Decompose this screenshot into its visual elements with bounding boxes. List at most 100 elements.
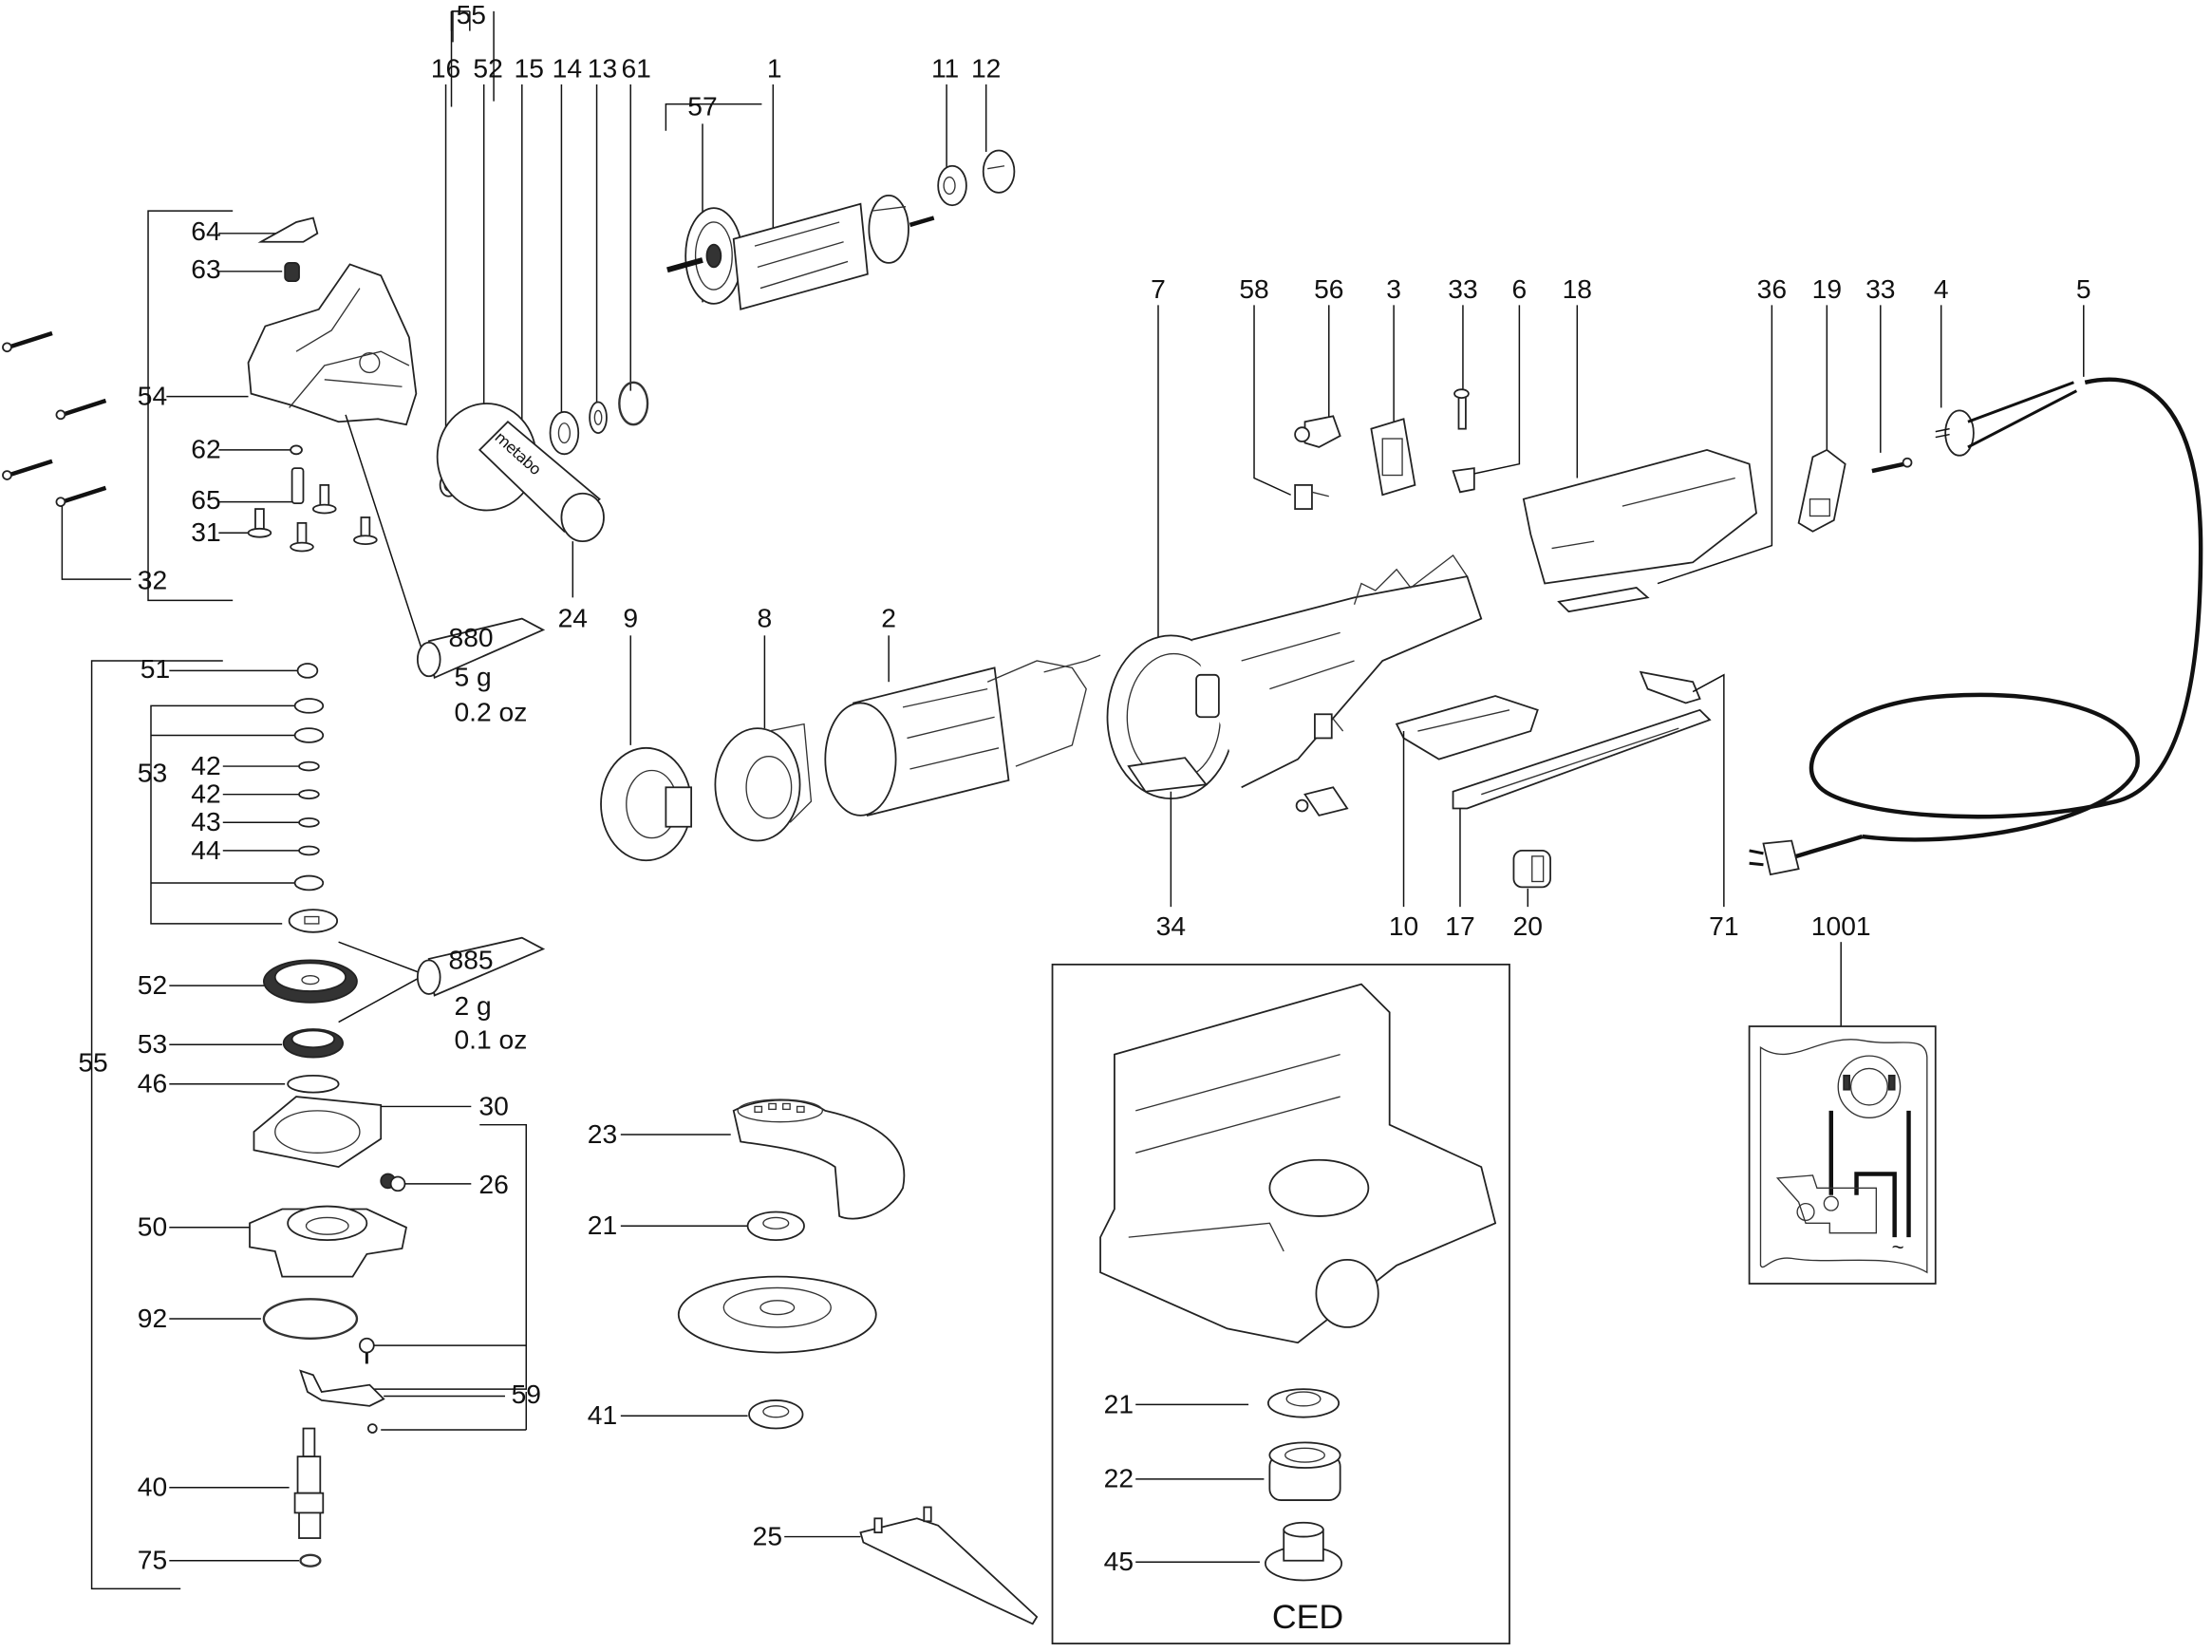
part-53-flange: [288, 909, 339, 933]
part-42-shim-b: [298, 789, 320, 800]
part-31-screws: [247, 484, 378, 553]
part-46-washer: [287, 1074, 340, 1094]
part-8-air-guide: [714, 723, 813, 842]
label-59: 59: [512, 1379, 541, 1409]
part-26-spring: [380, 1173, 406, 1192]
label-9: 9: [623, 603, 638, 633]
label-31: 31: [191, 516, 220, 547]
part-14-bearing: [549, 411, 580, 456]
part-36-label-strip: [1557, 587, 1650, 613]
part-54-gear-housing: [247, 263, 418, 426]
grease-885-weight-imperial: 0.1 oz: [454, 1024, 527, 1055]
label-43: 43: [191, 806, 220, 836]
part-32-long-screws: [2, 330, 107, 507]
part-grinding-disc: [677, 1275, 877, 1354]
part-25-pin-wrench: [859, 1506, 1039, 1625]
grease-tube-885: 885: [416, 936, 546, 997]
part-61-circlip: [618, 381, 649, 426]
part-20-switch-button: [1512, 850, 1551, 889]
part-41-clamping-nut: [748, 1399, 804, 1430]
label-1001: 1001: [1811, 910, 1871, 941]
grease-885-weight-metric: 2 g: [454, 990, 491, 1021]
label-92: 92: [138, 1303, 167, 1333]
label-36: 36: [1757, 273, 1787, 304]
part-18-handle-cover: [1522, 448, 1757, 585]
label-54: 54: [138, 381, 167, 411]
label-25: 25: [753, 1521, 782, 1551]
label-13: 13: [588, 52, 617, 83]
label-12: 12: [971, 52, 1001, 83]
label-8: 8: [758, 603, 773, 633]
part-51-nut: [296, 663, 319, 679]
label-18: 18: [1563, 273, 1592, 304]
part-71-lever: [1639, 670, 1701, 704]
label-24: 24: [558, 603, 588, 633]
label-7: 7: [1151, 273, 1166, 304]
label-6: 6: [1512, 273, 1528, 304]
part-44-shim: [298, 845, 320, 856]
part-42-shim-a: [298, 760, 320, 772]
part-10-switch-rod-carrier: [1395, 695, 1539, 760]
label-3: 3: [1386, 273, 1401, 304]
part-24-side-handle: metabo: [436, 403, 605, 543]
part-2-field: [824, 654, 1101, 817]
label-45: 45: [1104, 1546, 1134, 1576]
part-53-bearing-flange: [282, 1028, 344, 1059]
label-62: 62: [191, 434, 220, 464]
part-4-cable-sleeve: [1935, 409, 1975, 457]
grease-880-code: 880: [449, 622, 494, 652]
part-brush-cap-upper: [1314, 713, 1344, 740]
part-13-washer: [589, 401, 608, 434]
part-58-carbon-brush: [1294, 484, 1329, 510]
bracket-59: [369, 1123, 528, 1390]
label-11: 11: [931, 52, 959, 83]
part-21-ced-flange: [1266, 1388, 1340, 1418]
label-17: 17: [1445, 910, 1474, 941]
part-63-spring: [284, 262, 300, 283]
label-30: 30: [478, 1090, 508, 1120]
label-55: 55: [78, 1046, 107, 1077]
part-50-bearing-flange-housing: [249, 1205, 407, 1278]
label-21: 21: [588, 1210, 617, 1240]
label-5: 5: [2076, 273, 2091, 304]
label-75: 75: [138, 1545, 167, 1575]
label-1: 1: [767, 52, 782, 83]
part-30-gasket: [253, 1096, 383, 1169]
part-65-pin: [291, 467, 305, 505]
label-2: 2: [881, 603, 896, 633]
label-44: 44: [191, 835, 220, 865]
label-42b: 42: [191, 779, 220, 809]
label-4: 4: [1934, 273, 1949, 304]
label-55-top: 55: [457, 0, 486, 29]
label-42a: 42: [191, 750, 220, 780]
label-23: 23: [588, 1118, 617, 1149]
part-53-shim-2: [293, 727, 325, 743]
label-34: 34: [1156, 910, 1186, 941]
part-9-brush-holder-plate: [600, 746, 693, 862]
label-46: 46: [138, 1068, 167, 1098]
label-33a: 33: [1448, 273, 1477, 304]
part-33-screw-a: [1453, 388, 1470, 430]
part-62-nut: [290, 444, 303, 456]
part-7-motor-housing: [1106, 554, 1483, 800]
part-57-fan: [666, 207, 743, 305]
label-71: 71: [1709, 910, 1738, 941]
part-92-o-ring: [262, 1298, 359, 1340]
part-33-screw-b: [1871, 457, 1913, 474]
part-43-shim: [298, 817, 320, 828]
part-17-slide-switch: [1452, 708, 1712, 810]
label-26: 26: [478, 1169, 508, 1199]
part-21-support-flange: [746, 1211, 805, 1241]
label-51: 51: [141, 653, 170, 684]
part-59-lock-button: [359, 1337, 375, 1364]
label-53b: 53: [138, 1028, 167, 1059]
callouts-top-stack: 16 52 15 14 13 61: [431, 10, 651, 479]
label-53a: 53: [138, 757, 167, 787]
label-56: 56: [1314, 273, 1343, 304]
label-19: 19: [1812, 273, 1842, 304]
part-12-cap: [982, 149, 1016, 194]
grease-885-code: 885: [449, 944, 494, 974]
bracket-54: [147, 210, 234, 602]
label-16: 16: [431, 52, 460, 83]
part-59-lock-lever: [299, 1369, 385, 1407]
